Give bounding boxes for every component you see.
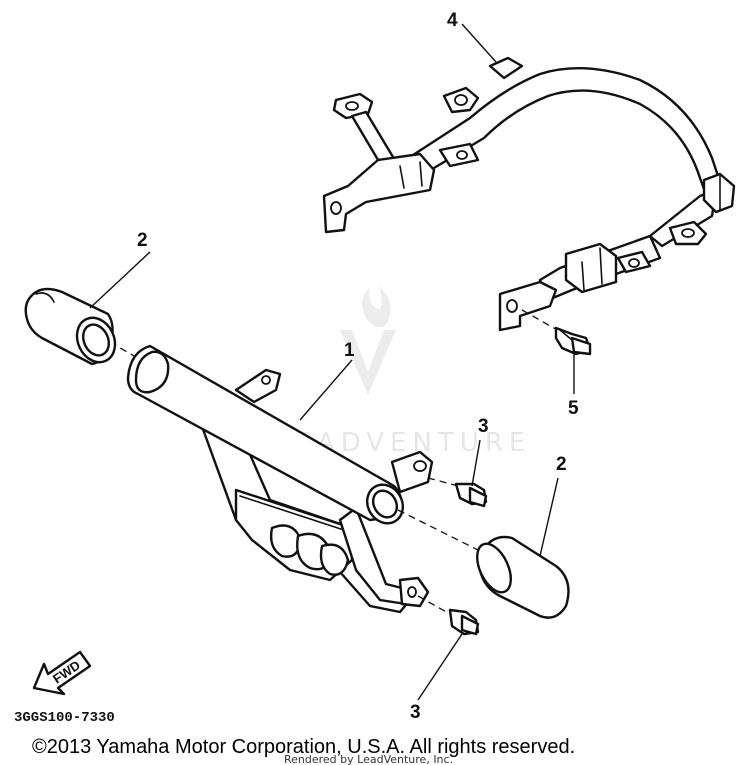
- grab-bar-part: [126, 344, 434, 614]
- rear-bracket-part: [322, 56, 736, 332]
- leadventure-watermark: LEADVENTURE: [274, 286, 525, 458]
- callout-3-upper: 3: [478, 416, 489, 437]
- callout-2-right: 2: [556, 454, 567, 475]
- bolt-3-upper-part: [427, 477, 488, 508]
- leader-lines: [89, 23, 575, 701]
- bolt-3-lower-part: [417, 595, 480, 636]
- callout-2-left: 2: [137, 230, 148, 251]
- end-cap-left-part: [24, 287, 135, 366]
- fwd-arrow-icon: FWD: [32, 650, 92, 696]
- callout-5: 5: [568, 398, 579, 419]
- copyright-text: ©2013 Yamaha Motor Corporation, U.S.A. A…: [32, 736, 575, 758]
- render-note: Rendered by LeadVenture, Inc.: [284, 753, 453, 765]
- diagram-code: 3GGS100-7330: [14, 710, 115, 726]
- callout-1: 1: [344, 340, 355, 361]
- callout-3-lower: 3: [410, 702, 421, 723]
- end-cap-right-part: [397, 509, 570, 619]
- callout-4: 4: [447, 10, 458, 31]
- bolt-5-part: [521, 309, 592, 356]
